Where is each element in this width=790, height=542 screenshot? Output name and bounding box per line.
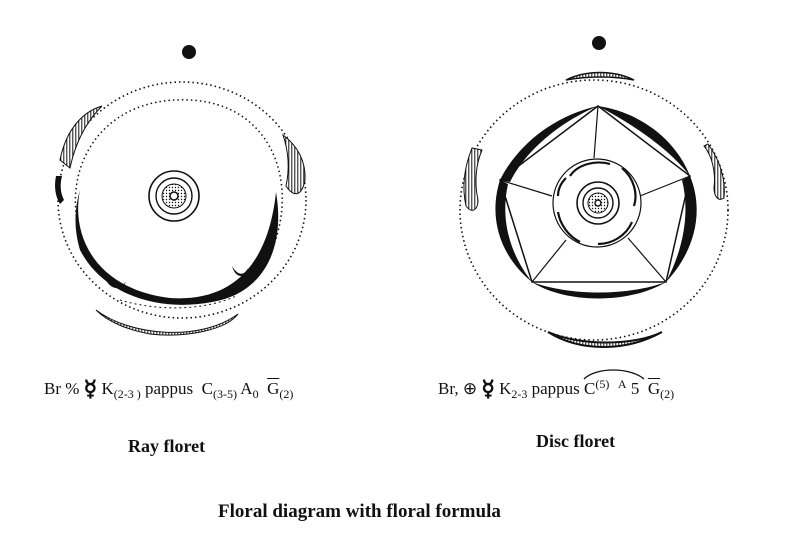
disc-floral-formula: Br, ⊕ ☿ K2-3 pappus C(5) A 5 G(2) xyxy=(438,369,675,401)
ray-mother-axis xyxy=(182,45,196,59)
disc-bract-symbol: Br, xyxy=(438,379,459,398)
disc-corolla-edge-left xyxy=(495,180,532,282)
ray-ovule xyxy=(169,191,179,201)
disc-petal-lines xyxy=(499,105,691,283)
disc-androecium-formula: A 5 xyxy=(617,377,640,398)
disc-bract-top xyxy=(565,71,635,81)
ray-calyx: K(2-3 ) xyxy=(101,379,141,401)
ray-floral-formula: Br % ☿ K(2-3 ) pappus C(3-5) A0 G(2) xyxy=(44,376,294,401)
ray-bract-small-left xyxy=(55,176,64,204)
disc-corolla-edge-top-left xyxy=(500,106,598,182)
disc-gynoecium-formula: G(2) xyxy=(647,379,675,401)
ray-corolla-formula: C(3-5) xyxy=(201,379,237,401)
disc-calyx: K2-3 xyxy=(499,379,528,401)
ray-androecium-formula: A0 xyxy=(240,379,259,401)
ray-bract-left xyxy=(59,105,103,169)
ray-floret-diagram xyxy=(55,45,307,336)
ray-pappus: pappus xyxy=(144,379,194,398)
disc-floret-diagram xyxy=(459,36,729,348)
disc-outer-whorl xyxy=(459,79,729,341)
disc-bract-right xyxy=(703,143,725,200)
disc-mother-axis xyxy=(592,36,606,50)
ray-corolla-notch-right xyxy=(232,266,248,276)
ray-corolla-notch-left xyxy=(104,276,126,289)
ray-bract-symbol: Br xyxy=(44,379,61,398)
disc-ovule xyxy=(594,199,602,207)
disc-corolla-edge-right xyxy=(666,176,697,282)
disc-bract-left xyxy=(463,147,483,211)
ray-floret-label: Ray floret xyxy=(128,436,206,456)
disc-bract-bottom xyxy=(547,331,663,348)
disc-bisexual-icon: ☿ xyxy=(481,376,495,401)
disc-epipetalous-arc xyxy=(583,369,645,380)
ray-bract-right xyxy=(282,133,306,195)
ray-gynoecium-formula: G(2) xyxy=(267,379,294,401)
disc-actinomorphic-symbol: ⊕ xyxy=(462,379,478,398)
disc-floret-label: Disc floret xyxy=(536,431,616,451)
disc-pappus: pappus xyxy=(531,379,580,398)
figure-caption: Floral diagram with floral formula xyxy=(218,501,501,522)
ray-zygomorphic-symbol: % xyxy=(65,379,80,398)
ray-outer-whorl xyxy=(57,81,307,319)
ray-bract-bottom xyxy=(95,309,239,336)
disc-corolla-formula: C(5) xyxy=(583,369,645,397)
ray-bisexual-icon: ☿ xyxy=(83,376,98,401)
disc-corolla-edge-bottom xyxy=(532,282,666,299)
disc-anthers xyxy=(556,161,637,246)
